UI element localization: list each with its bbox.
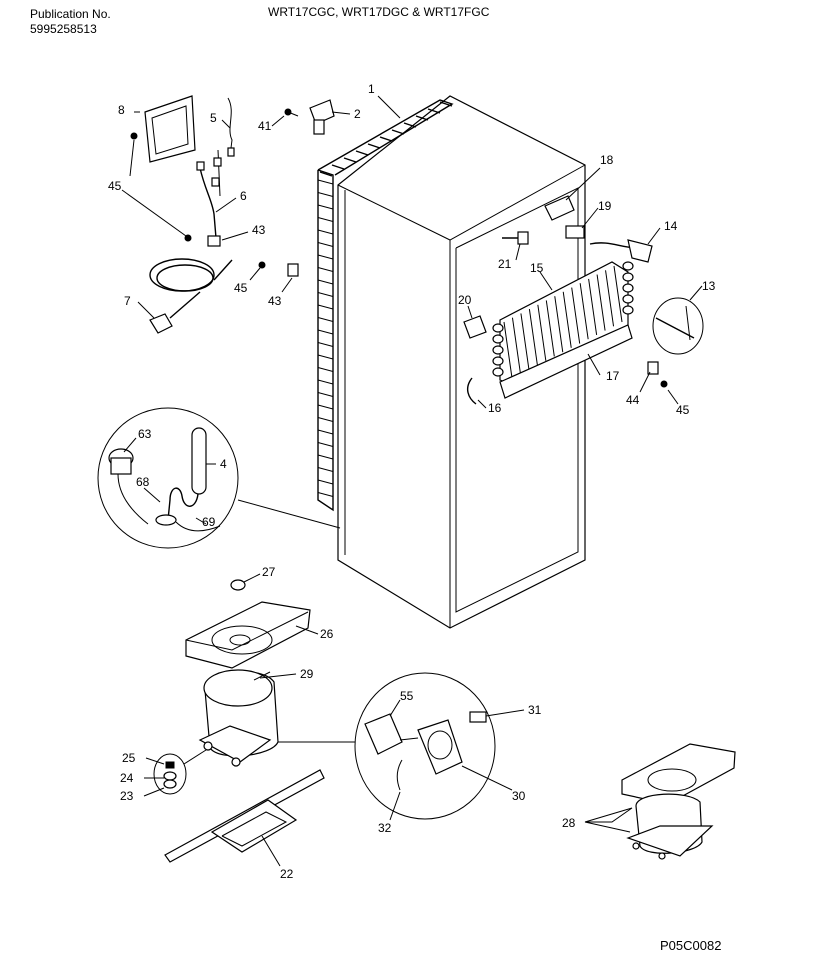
part-5-wire xyxy=(227,97,235,157)
callout-23: 23 xyxy=(120,789,134,803)
callout-1: 1 xyxy=(368,82,375,96)
relay-detail-circle xyxy=(354,672,496,820)
callout-45-right: 45 xyxy=(676,403,690,417)
callout-21: 21 xyxy=(498,257,512,271)
part-26-drain-pan xyxy=(185,601,311,669)
part-29-compressor xyxy=(198,669,355,767)
part-7-power-cord xyxy=(149,258,233,334)
callout-41: 41 xyxy=(258,119,272,133)
callout-22: 22 xyxy=(280,867,294,881)
callout-45-left: 45 xyxy=(108,179,122,193)
callout-63: 63 xyxy=(138,427,152,441)
leader-lines xyxy=(121,95,703,867)
condenser-coil xyxy=(317,99,454,512)
part-27-nut xyxy=(230,579,246,591)
callout-27: 27 xyxy=(262,565,276,579)
callout-18: 18 xyxy=(600,153,614,167)
part-6-harness xyxy=(196,149,222,247)
callout-55: 55 xyxy=(400,689,414,703)
callout-32: 32 xyxy=(378,821,392,835)
part-22-base-rail xyxy=(164,769,325,863)
callout-7: 7 xyxy=(124,294,131,308)
callout-25: 25 xyxy=(122,751,136,765)
callout-24: 24 xyxy=(120,771,134,785)
drier-detail-circle xyxy=(97,407,341,549)
callout-8: 8 xyxy=(118,103,125,117)
part-20-block xyxy=(463,315,487,339)
callout-19: 19 xyxy=(598,199,612,213)
callout-69: 69 xyxy=(202,515,216,529)
callout-5: 5 xyxy=(210,111,217,125)
part-21-screw xyxy=(502,231,529,245)
part-19-clip xyxy=(565,225,585,239)
callout-26: 26 xyxy=(320,627,334,641)
callout-29: 29 xyxy=(300,667,314,681)
callout-30: 30 xyxy=(512,789,526,803)
callout-labels: 1 2 41 8 5 45 6 43 45 43 7 18 19 14 21 1… xyxy=(108,82,716,881)
part-14-tube xyxy=(589,239,653,263)
callout-45-mid: 45 xyxy=(234,281,248,295)
callout-6: 6 xyxy=(240,189,247,203)
callout-16: 16 xyxy=(488,401,502,415)
part-8-cover xyxy=(144,95,196,163)
callout-20: 20 xyxy=(458,293,472,307)
callout-43-bottom: 43 xyxy=(268,294,282,308)
callout-43-top: 43 xyxy=(252,223,266,237)
part-13-detail xyxy=(652,297,704,355)
callout-31: 31 xyxy=(528,703,542,717)
part-18-clip xyxy=(544,195,575,221)
part-43-clip xyxy=(287,263,299,277)
part-16-tube xyxy=(466,377,477,405)
diagram-code: P05C0082 xyxy=(660,938,722,953)
model-numbers: WRT17CGC, WRT17DGC & WRT17FGC xyxy=(268,5,490,19)
evaporator-coil xyxy=(492,261,634,399)
callout-15: 15 xyxy=(530,261,544,275)
callout-14: 14 xyxy=(664,219,678,233)
part-44-clip xyxy=(647,361,659,375)
publication-number: 5995258513 xyxy=(30,22,97,36)
callout-68: 68 xyxy=(136,475,150,489)
part-2-bracket xyxy=(309,99,335,135)
callout-13: 13 xyxy=(702,279,716,293)
callout-2: 2 xyxy=(354,107,361,121)
refrigerator-cabinet xyxy=(337,95,586,629)
callout-17: 17 xyxy=(606,369,620,383)
grommet-detail xyxy=(153,749,207,795)
part-41-screw xyxy=(284,108,299,117)
callout-44: 44 xyxy=(626,393,640,407)
callout-28: 28 xyxy=(562,816,576,830)
part-45-screws xyxy=(130,132,668,388)
callout-4: 4 xyxy=(220,457,227,471)
part-28-assembly-inset xyxy=(621,743,736,860)
publication-label: Publication No. xyxy=(30,7,111,21)
